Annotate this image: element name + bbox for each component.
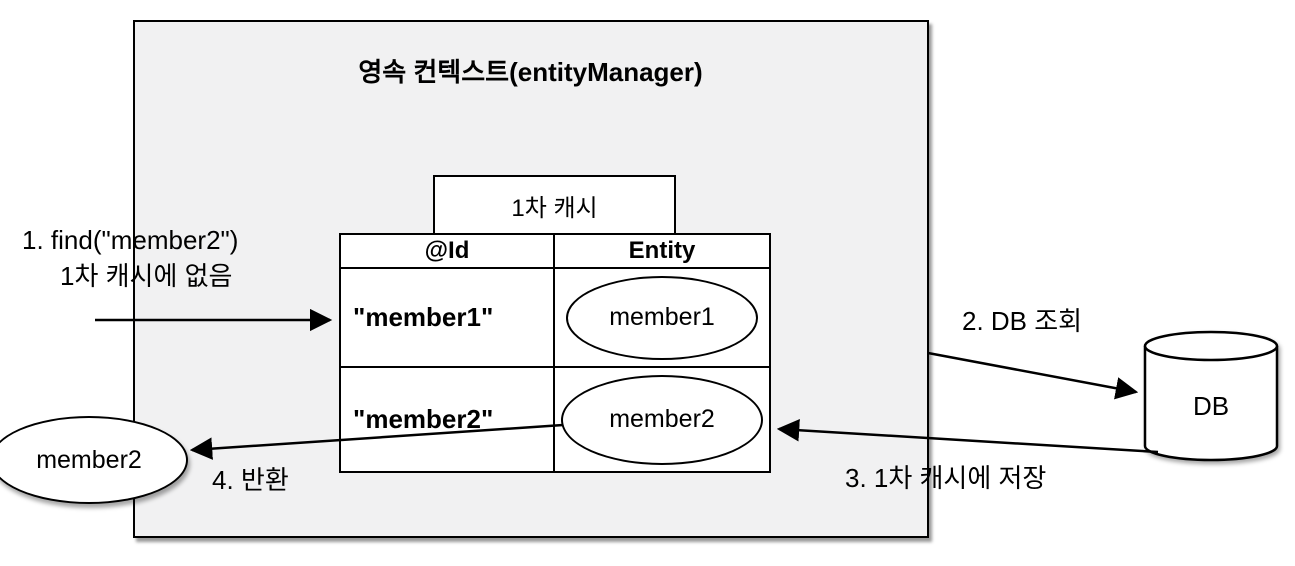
- step2-label: 2. DB 조회: [962, 306, 1083, 336]
- db-cylinder-icon: [1143, 330, 1279, 462]
- result-ellipse: member2: [0, 416, 188, 504]
- step1-label-line1: 1. find("member2"): [22, 225, 239, 255]
- arrow-step2-db-query: [927, 351, 1139, 400]
- result-ellipse-label: member2: [36, 445, 142, 474]
- table-cell-id-member2: "member2": [341, 368, 555, 471]
- entity-ellipse-member2: member2: [561, 374, 763, 465]
- first-level-cache-label-box: 1차 캐시: [433, 175, 676, 235]
- persistence-context-title: 영속 컨텍스트(entityManager): [358, 57, 703, 87]
- cache-table: @Id Entity "member1" member1 "member2" m…: [339, 233, 771, 473]
- step1-label: 1. find("member2") 1차 캐시에 없음: [22, 222, 238, 294]
- entity-ellipse-member2-label: member2: [609, 405, 715, 433]
- first-level-cache-label: 1차 캐시: [511, 194, 598, 222]
- table-cell-entity-member1: member1: [555, 269, 769, 368]
- step4-label: 4. 반환: [212, 465, 289, 495]
- column-header-id: @Id: [341, 235, 555, 269]
- entity-ellipse-member1-label: member1: [609, 303, 715, 331]
- step1-label-line2: 1차 캐시에 없음: [60, 261, 233, 291]
- step3-label: 3. 1차 캐시에 저장: [845, 463, 1047, 493]
- db-label: DB: [1193, 391, 1229, 421]
- column-header-entity: Entity: [555, 235, 769, 269]
- entity-ellipse-member1: member1: [566, 275, 758, 360]
- table-cell-entity-member2: member2: [555, 368, 769, 471]
- table-cell-id-member1: "member1": [341, 269, 555, 368]
